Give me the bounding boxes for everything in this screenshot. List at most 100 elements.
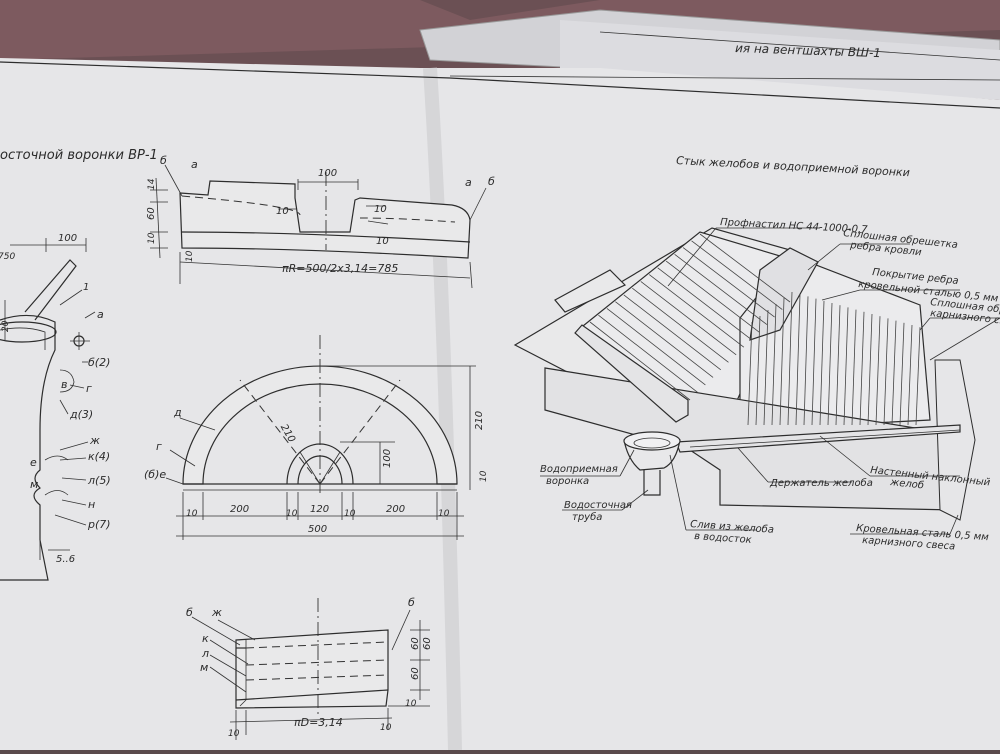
left-letter-g: г bbox=[86, 382, 92, 395]
left-letter-1: 1 bbox=[83, 282, 89, 293]
left-dim-56: 5..6 bbox=[56, 554, 75, 565]
top-dim-100: 100 bbox=[318, 168, 337, 179]
left-letter-v: в bbox=[61, 378, 67, 391]
left-title: осточной воронки ВР-1 bbox=[0, 148, 158, 163]
callout-sliv-b: в водосток bbox=[694, 531, 752, 546]
roof-hatch-line bbox=[589, 321, 691, 401]
left-letter-e: е bbox=[30, 456, 37, 469]
roof-hatch-line bbox=[787, 291, 793, 426]
roof-hatch-line bbox=[632, 287, 729, 363]
frame-line-top-right bbox=[449, 77, 1000, 109]
top-dim-10c: 10 bbox=[376, 236, 389, 247]
roof-hatch-line bbox=[891, 320, 897, 426]
top-label-a2: а bbox=[465, 176, 472, 189]
roof-hatch-line bbox=[835, 305, 841, 426]
roof-hatch-line bbox=[771, 303, 777, 426]
roof-hatch-line bbox=[606, 308, 706, 386]
top-dim-10a: 10 bbox=[276, 206, 289, 217]
bottom-label-b2: б bbox=[408, 596, 415, 609]
left-dim-750: 750 bbox=[0, 252, 15, 262]
roof-hatching bbox=[589, 233, 921, 426]
roof-hatch-line bbox=[674, 253, 768, 325]
semi-label-g: г bbox=[156, 440, 162, 453]
left-letter-r7: р(7) bbox=[87, 518, 111, 531]
left-letter-d3: д(3) bbox=[69, 408, 93, 421]
funnel-section-drawing bbox=[0, 238, 96, 581]
right-leaders bbox=[540, 227, 1000, 535]
roof-hatch-line bbox=[779, 297, 785, 426]
roof-hatch-line bbox=[851, 309, 857, 426]
top-dim-10b: 10 bbox=[374, 204, 387, 215]
roof-hatch-line bbox=[899, 322, 905, 426]
roof-hatch-line bbox=[827, 302, 833, 426]
roof-hatch-line bbox=[615, 301, 714, 378]
bottom-dim-10b: 10 bbox=[228, 729, 240, 739]
semi-dim-10d: 10 bbox=[438, 509, 450, 519]
top-dim-14: 14 bbox=[147, 178, 157, 190]
top-dim-60: 60 bbox=[146, 207, 157, 220]
semi-dim-10a: 10 bbox=[186, 509, 198, 519]
roof-hatch-line bbox=[803, 296, 809, 426]
bottom-dim-10: 10 bbox=[405, 699, 417, 709]
frame-line-top-right-2 bbox=[449, 75, 1000, 81]
left-letter-l5: л(5) bbox=[87, 474, 111, 487]
left-letter-m: м bbox=[30, 478, 38, 491]
bottom-label-m: м bbox=[200, 661, 208, 674]
bottom-dim-60c: 60 bbox=[410, 667, 421, 680]
left-letter-zh: ж bbox=[89, 434, 100, 447]
left-letter-n: н bbox=[88, 498, 95, 511]
bottom-label-k: к bbox=[202, 632, 209, 645]
semi-dim-200a: 200 bbox=[230, 504, 249, 515]
semi-label-b6e: (б)е bbox=[144, 468, 166, 481]
gutter-and-funnel bbox=[574, 324, 961, 496]
semi-dim-500: 500 bbox=[308, 524, 327, 535]
roof-hatch-line bbox=[867, 313, 873, 426]
left-dim-20: 20 bbox=[1, 320, 11, 332]
callout-pipe: Водосточная bbox=[564, 500, 632, 511]
roof-hatch-line bbox=[763, 309, 769, 426]
top-label-b: б bbox=[160, 154, 167, 167]
semi-dim-120: 120 bbox=[310, 504, 329, 515]
roof-isometric-drawing bbox=[513, 227, 976, 521]
roof-hatch-line bbox=[682, 247, 775, 318]
roof-hatch-line bbox=[915, 327, 921, 426]
top-part-development bbox=[150, 164, 487, 289]
top-dim-10e: 10 bbox=[185, 250, 195, 262]
roof-hatch-line bbox=[598, 314, 698, 393]
semi-dim-100: 100 bbox=[382, 449, 393, 468]
roof-hatch-line bbox=[623, 294, 722, 371]
frame-line-top-left bbox=[0, 61, 451, 79]
roof-hatch-line bbox=[640, 281, 737, 356]
sheet2-title: ия на вентшахты ВШ-1 bbox=[735, 41, 881, 60]
callout-derzhatel: Держатель желоба bbox=[769, 477, 873, 489]
bottom-label-b: б bbox=[186, 606, 193, 619]
bottom-dim-60b: 60 bbox=[422, 637, 433, 650]
semicircle-development bbox=[165, 335, 476, 540]
semi-dim-200b: 200 bbox=[386, 504, 405, 515]
callout-funnel: Водоприемная bbox=[540, 464, 618, 475]
semi-dim-10c: 10 bbox=[344, 509, 356, 519]
top-formula: πR=500/2х3,14=785 bbox=[282, 262, 398, 275]
roof-hatch-line bbox=[648, 274, 745, 348]
semi-dim-10b: 10 bbox=[286, 509, 298, 519]
callout-funnel-b: воронка bbox=[546, 476, 589, 487]
callout-sliv: Слив из желоба bbox=[690, 518, 775, 536]
semi-label-d: д bbox=[173, 406, 182, 419]
left-letter-k4: к(4) bbox=[88, 450, 110, 463]
callout-pipe-b: труба bbox=[572, 511, 602, 523]
bottom-dim-60a: 60 bbox=[410, 637, 421, 650]
left-letter-a: а bbox=[97, 308, 104, 321]
roof-hatch-line bbox=[875, 316, 881, 426]
left-letter-b2: б(2) bbox=[88, 356, 110, 369]
semi-dim-10r: 10 bbox=[479, 470, 489, 482]
roof-hatch-line bbox=[907, 324, 913, 426]
back-sheet-2 bbox=[560, 20, 1000, 100]
roof-hatch-line bbox=[819, 300, 825, 426]
bottom-dim-10c: 10 bbox=[380, 723, 392, 733]
callout-nastenny-b: желоб bbox=[889, 476, 925, 492]
bottom-formula: πD=3,14 bbox=[294, 716, 343, 729]
back-sheet-line bbox=[599, 31, 1000, 61]
top-label-b2: б bbox=[488, 175, 495, 188]
